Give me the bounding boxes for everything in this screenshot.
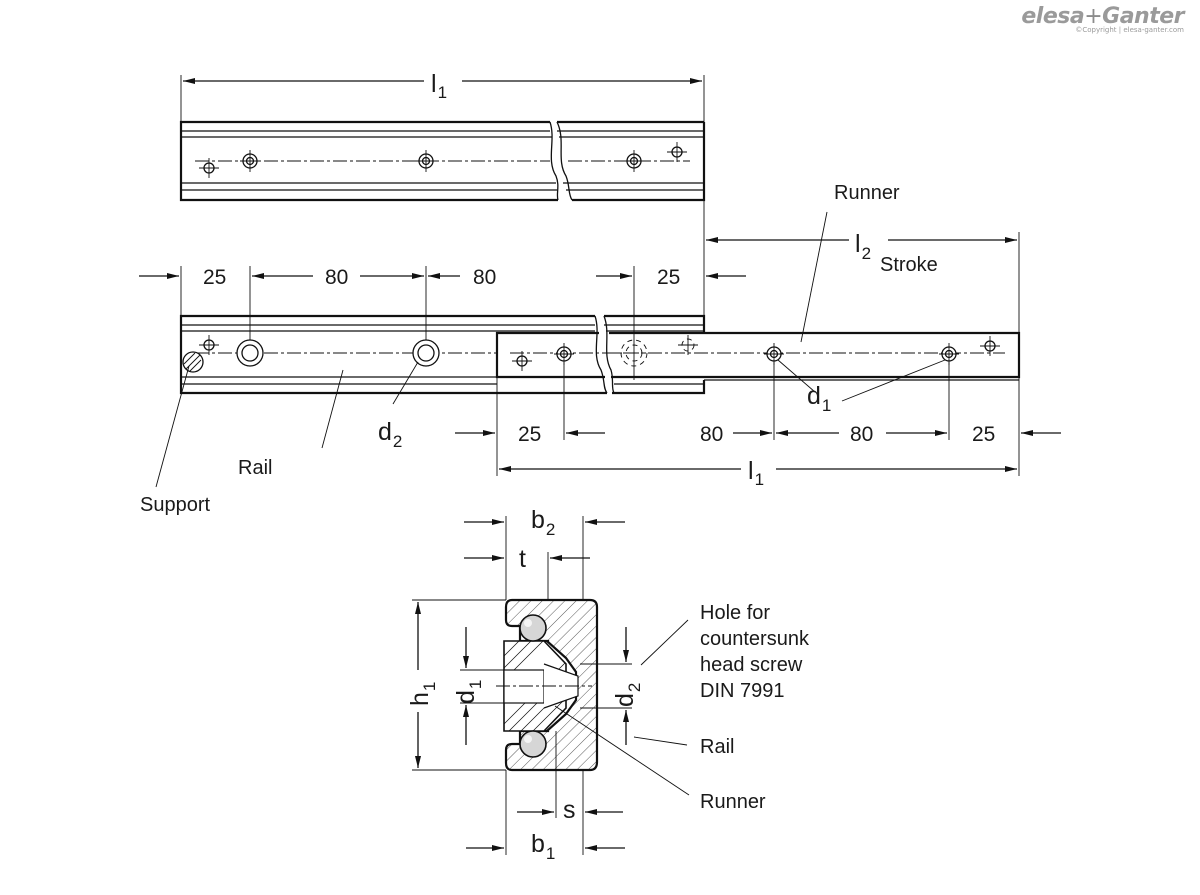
sec-b2-label: b2 <box>531 506 555 539</box>
asm-runner-hole-4 <box>939 343 959 365</box>
logo-wordmark: elesa+Ganter <box>1021 4 1184 29</box>
top-rail-outline-left <box>179 120 558 202</box>
top-rail-view: l1 <box>179 70 706 202</box>
asm-d2-label: d2 <box>378 418 402 451</box>
asm-rail-hole-small <box>199 335 219 355</box>
asm-d2-leader <box>392 361 419 405</box>
asm-d1-symbol: d <box>807 382 821 410</box>
asm-runner-outline-right <box>609 331 1021 379</box>
sec-hole-note-2: countersunk <box>700 628 810 650</box>
asm-d1-leader-2 <box>841 359 946 402</box>
sec-b1-label: b1 <box>531 830 555 863</box>
asm-d1-label: d1 <box>807 382 831 415</box>
asm-dim-top-2: 80 <box>325 266 348 289</box>
asm-support-pin <box>182 351 204 373</box>
asm-dim-bottom-1: 25 <box>518 423 541 446</box>
sec-b2-subscript: 2 <box>546 520 555 539</box>
sec-h1-subscript: 1 <box>420 682 439 691</box>
top-rail-break-left <box>549 121 559 201</box>
asm-d2-subscript: 2 <box>393 432 402 451</box>
sec-h1-symbol: h <box>406 692 434 706</box>
logo-brand-plus: + <box>1084 4 1103 29</box>
top-l1-symbol: l <box>431 70 437 98</box>
logo-brand-left: elesa <box>1021 4 1085 29</box>
asm-support-label: Support <box>140 494 210 516</box>
sec-ball-bottom <box>519 730 547 758</box>
sec-rail-leader <box>633 736 688 746</box>
asm-rail-break-left <box>594 315 608 394</box>
asm-runner-outline-left <box>495 331 605 379</box>
sec-rail-label: Rail <box>700 736 734 758</box>
brand-logo: elesa+Ganter ©Copyright | elesa-ganter.c… <box>1021 4 1184 34</box>
asm-runner-hole-1 <box>512 351 532 371</box>
asm-d2-symbol: d <box>378 418 392 446</box>
sec-b2-symbol: b <box>531 506 545 534</box>
sec-hole-note-1: Hole for <box>700 602 770 624</box>
top-rail-break-right <box>556 121 573 201</box>
sec-hole-note-leader <box>640 619 689 666</box>
top-hole-5 <box>667 142 687 162</box>
asm-l2-label: l2 <box>855 230 871 263</box>
asm-runner-leader <box>800 211 828 343</box>
asm-dim-top-4: 25 <box>657 266 680 289</box>
asm-runner-label: Runner <box>834 182 900 204</box>
asm-l2-symbol: l <box>855 230 861 258</box>
asm-dim-top-3: 80 <box>473 266 496 289</box>
asm-rail-outline-left <box>179 314 607 395</box>
sec-d1-symbol: d <box>452 690 480 704</box>
top-l1-label: l1 <box>431 70 447 102</box>
asm-rail-hole-1 <box>236 339 264 367</box>
asm-l2-subscript: 2 <box>862 244 871 263</box>
asm-dim-bottom-4: 25 <box>972 423 995 446</box>
asm-rail-outline-right <box>604 314 706 395</box>
asm-l1-label: l1 <box>748 457 764 489</box>
sec-runner-profile <box>496 640 592 732</box>
sec-s-label: s <box>563 796 576 824</box>
asm-stroke-label: Stroke <box>880 254 938 276</box>
sec-runner-leader <box>554 705 690 796</box>
logo-brand-right: Ganter <box>1102 4 1184 29</box>
sec-t-label: t <box>519 545 526 573</box>
asm-rail-break-right <box>603 315 615 394</box>
top-hole-1 <box>199 158 219 178</box>
cross-section-view: b2 t h1 d1 d2 <box>406 506 810 863</box>
asm-dim-bottom-3: 80 <box>850 423 873 446</box>
top-hole-3 <box>416 150 436 172</box>
sec-d1-label: d1 <box>452 680 485 704</box>
sec-hole-note-4: DIN 7991 <box>700 680 785 702</box>
asm-dim-top-1: 25 <box>203 266 226 289</box>
asm-d1-subscript: 1 <box>822 396 831 415</box>
asm-support-leader <box>155 365 190 488</box>
asm-runner-hole-5 <box>980 336 1000 356</box>
asm-rail-label: Rail <box>238 457 272 479</box>
sec-d2-label: d2 <box>611 683 644 707</box>
asm-d1-leader-1 <box>777 359 816 393</box>
asm-runner-hole-2 <box>554 343 574 365</box>
assembly-view: 25 80 80 25 Runner l2 Stroke <box>139 182 1061 516</box>
top-l1-subscript: 1 <box>438 83 447 102</box>
asm-rail-leader <box>321 369 344 449</box>
top-hole-2 <box>240 150 260 172</box>
logo-copyright: ©Copyright | elesa-ganter.com <box>1075 26 1184 34</box>
sec-b1-subscript: 1 <box>546 844 555 863</box>
sec-runner-label: Runner <box>700 791 766 813</box>
asm-l1-subscript: 1 <box>755 470 764 489</box>
sec-ball-top <box>519 614 547 642</box>
asm-rail-hole-2 <box>412 339 440 367</box>
asm-hidden-hole-small <box>678 335 698 355</box>
sec-d2-subscript: 2 <box>625 683 644 692</box>
sec-hole-note-3: head screw <box>700 654 803 676</box>
sec-b1-symbol: b <box>531 830 545 858</box>
sec-d1-subscript: 1 <box>466 680 485 689</box>
asm-runner-hole-3 <box>764 343 784 365</box>
asm-l1-symbol: l <box>748 457 754 485</box>
sec-d2-symbol: d <box>611 693 639 707</box>
top-hole-4 <box>624 150 644 172</box>
asm-dim-bottom-2: 80 <box>700 423 723 446</box>
sec-h1-label: h1 <box>406 682 439 706</box>
